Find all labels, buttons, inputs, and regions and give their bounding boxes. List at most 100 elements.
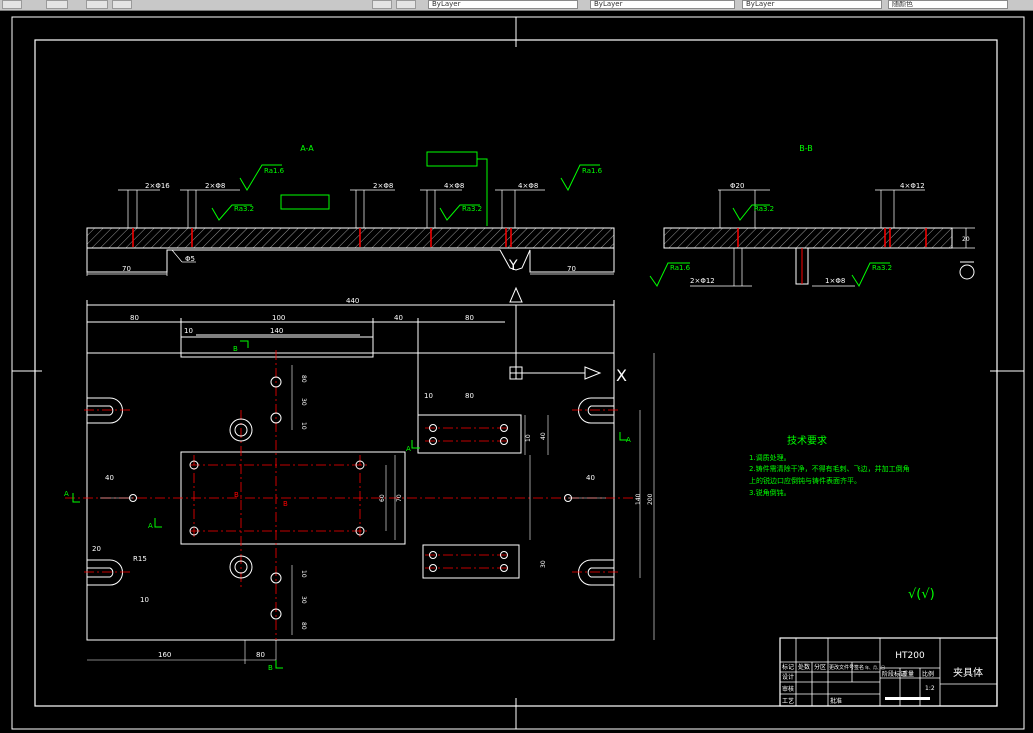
dim-radius-r15: R15 <box>133 555 147 563</box>
section-aa-title: A-A <box>300 144 314 153</box>
roughness-bb-2: Ra1.6 <box>670 264 691 272</box>
dim-pocket-80: 80 <box>465 392 474 400</box>
callout-aa-5: 4×Φ8 <box>518 182 538 190</box>
drawing-frame <box>11 16 1025 730</box>
dim-right-40: 40 <box>586 474 595 482</box>
tb-row-label-2: 处数 <box>798 663 810 671</box>
tb-part-name: 夹具体 <box>953 666 983 679</box>
plate-outline <box>86 352 615 641</box>
dim-left-40: 40 <box>105 474 114 482</box>
tb-mid-label-3: 比例 <box>922 670 934 678</box>
toolbar-button-3[interactable] <box>86 0 108 9</box>
section-mark-b-1: B <box>233 345 238 353</box>
toolbar-button-4[interactable] <box>112 0 132 9</box>
tb-row-label-3: 分区 <box>814 663 826 671</box>
axis-y-label: Y <box>508 258 518 274</box>
roughness-bb-3: Ra3.2 <box>872 264 892 272</box>
section-aa: A-A 2×Φ16 2×Φ8 2×Φ8 <box>86 144 615 276</box>
vdim-4: 10 <box>300 570 307 578</box>
tb-mid-label-1: 阶段标记 <box>882 670 906 678</box>
vdim-2: 30 <box>300 398 307 406</box>
tb-row-label-5: 签名 <box>854 664 864 671</box>
toolbar-button-5[interactable] <box>372 0 392 9</box>
linetype-combo[interactable]: ByLayer <box>590 0 735 9</box>
dim-second-10: 10 <box>184 327 193 335</box>
axis-x-label: X <box>616 366 627 385</box>
center-dim-200: 200 <box>647 493 654 505</box>
tb-scale: 1:2 <box>925 685 935 692</box>
tb-approve: 批准 <box>830 697 842 705</box>
dim-left-20: 20 <box>92 545 101 553</box>
dim-aa-70-right: 70 <box>567 265 576 273</box>
toolbar: ByLayer ByLayer ByLayer 随颜色 <box>0 0 1033 11</box>
vdim-5: 30 <box>300 596 307 604</box>
note-bb-2: 1×Φ8 <box>825 277 845 285</box>
center-dim-70: 70 <box>396 494 403 502</box>
plan-view: X <box>64 286 655 672</box>
dim-pocket-10: 10 <box>424 392 433 400</box>
section-aa-hatch <box>86 227 615 249</box>
finish-symbol: √(√) <box>908 587 935 602</box>
roughness-aa-1: Ra1.6 <box>264 167 285 175</box>
tb-left-label-3: 工艺 <box>782 697 794 705</box>
section-mark-b-4: B <box>283 500 288 508</box>
section-mark-a-2: A <box>148 522 153 530</box>
pocket-vdim-3: 30 <box>540 560 547 568</box>
tb-row-label-4: 更改文件号 <box>829 664 854 671</box>
toolbar-button-6[interactable] <box>396 0 416 9</box>
vdim-6: 80 <box>300 622 307 630</box>
dim-aa-70-left: 70 <box>122 265 131 273</box>
dim-overall-width: 440 <box>346 297 359 305</box>
title-block: HT200 夹具体 标记 处数 分区 更改文件号 签名 年、月、日 设计 审核 … <box>779 637 998 707</box>
note-bb-1: 2×Φ12 <box>690 277 715 285</box>
pocket-vdim-1: 10 <box>525 434 532 442</box>
dim-bottom-160: 160 <box>158 651 171 659</box>
tech-requirements: 技术要求 1.调质处理。 2.铸件需清除干净，不得有毛刺、飞边，并加工倒角 上的… <box>749 434 935 602</box>
dim-bottom-80: 80 <box>256 651 265 659</box>
dim-top-80-right: 80 <box>465 314 474 322</box>
tb-row-label-1: 标记 <box>782 663 794 671</box>
cad-canvas[interactable]: A-A 2×Φ16 2×Φ8 2×Φ8 <box>0 10 1033 733</box>
roughness-bb-1: Ra3.2 <box>754 205 774 213</box>
tb-mid-label-2: 重量 <box>902 670 914 678</box>
section-bb-title: B-B <box>799 144 813 153</box>
layer-combo[interactable]: ByLayer <box>428 0 578 9</box>
vdim-1: 80 <box>300 375 307 383</box>
tech-req-line-3: 上的锐边口应倒钝与铸件表面齐平。 <box>749 476 861 485</box>
center-dim-140: 140 <box>635 493 642 505</box>
dim-top-40: 40 <box>394 314 403 322</box>
dim-second-140: 140 <box>270 327 283 335</box>
section-mark-a-3: A <box>406 445 411 453</box>
tb-material: HT200 <box>895 651 925 661</box>
callout-bb-2: 4×Φ12 <box>900 182 925 190</box>
tech-req-line-1: 1.调质处理。 <box>749 453 791 462</box>
vdim-3: 10 <box>300 422 307 430</box>
section-mark-b-3: B <box>234 491 239 499</box>
tech-req-line-2: 2.铸件需清除干净，不得有毛刺、飞边，并加工倒角 <box>749 464 910 473</box>
tb-left-label-2: 审核 <box>782 685 794 693</box>
plotstyle-combo[interactable]: 随颜色 <box>888 0 1008 9</box>
callout-aa-3: 2×Φ8 <box>373 182 393 190</box>
dim-bb-height: 20 <box>962 236 970 243</box>
roughness-aa-3: Ra3.2 <box>462 205 482 213</box>
roughness-aa-2: Ra3.2 <box>234 205 254 213</box>
tb-left-label-1: 设计 <box>782 673 794 681</box>
section-bb-hatch <box>663 227 953 249</box>
toolbar-button-1[interactable] <box>2 0 22 9</box>
section-mark-a-1: A <box>64 490 69 498</box>
tech-req-line-4: 3.锐角倒钝。 <box>749 488 791 497</box>
callout-aa-2: 2×Φ8 <box>205 182 225 190</box>
section-mark-a-4: A <box>626 436 631 444</box>
dim-top-100: 100 <box>272 314 285 322</box>
lineweight-combo[interactable]: ByLayer <box>742 0 882 9</box>
toolbar-button-2[interactable] <box>46 0 68 9</box>
pocket-vdim-2: 40 <box>540 432 547 440</box>
section-bb: B-B Φ20 4×Φ12 20 2×Φ12 <box>649 144 975 288</box>
dim-radius-10: 10 <box>140 596 149 604</box>
dim-aa-phi5: Φ5 <box>185 255 195 263</box>
center-dim-60: 60 <box>379 494 386 502</box>
section-mark-b-2: B <box>268 664 273 672</box>
tech-req-title: 技术要求 <box>787 434 827 447</box>
tb-row-label-6: 年、月、日 <box>865 664 885 670</box>
callout-aa-1: 2×Φ16 <box>145 182 170 190</box>
